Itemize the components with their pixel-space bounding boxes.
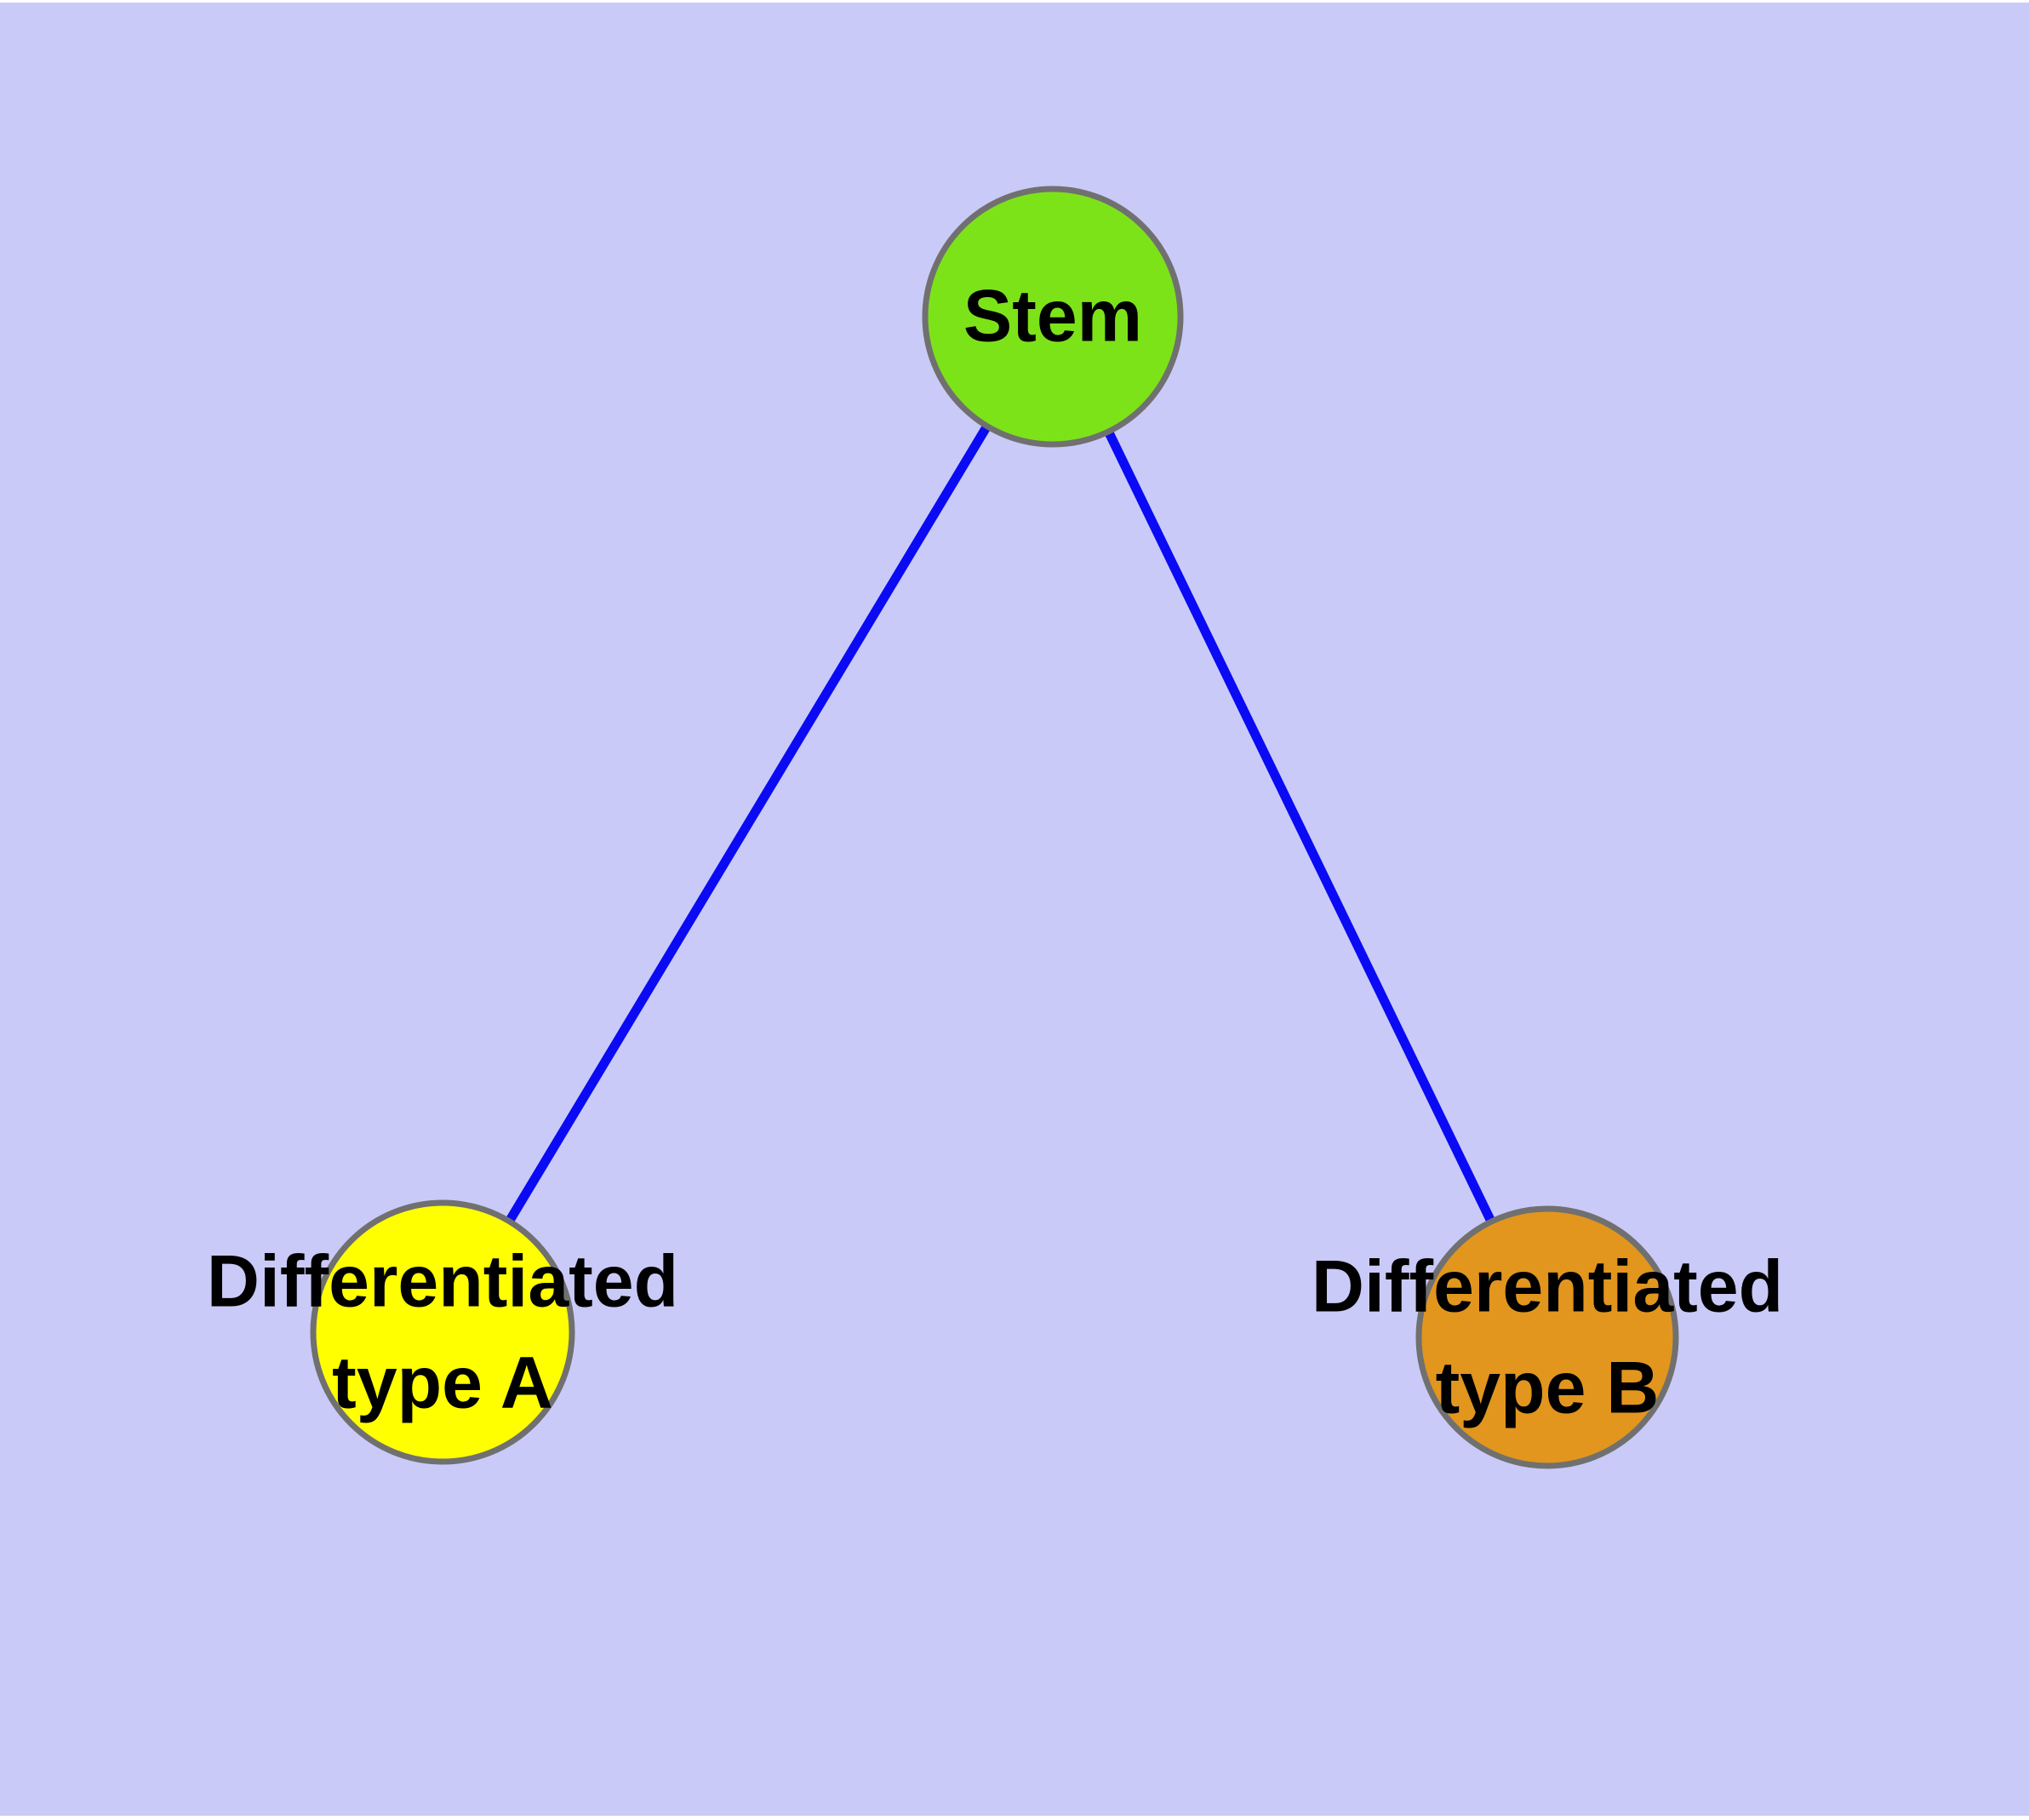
node-diff_a bbox=[310, 1199, 575, 1465]
edge-stem-to-diff_a bbox=[438, 314, 1057, 1335]
edge-stem-to-diff_b bbox=[1049, 314, 1552, 1340]
node-stem bbox=[922, 186, 1184, 448]
node-diff_b bbox=[1415, 1205, 1679, 1469]
